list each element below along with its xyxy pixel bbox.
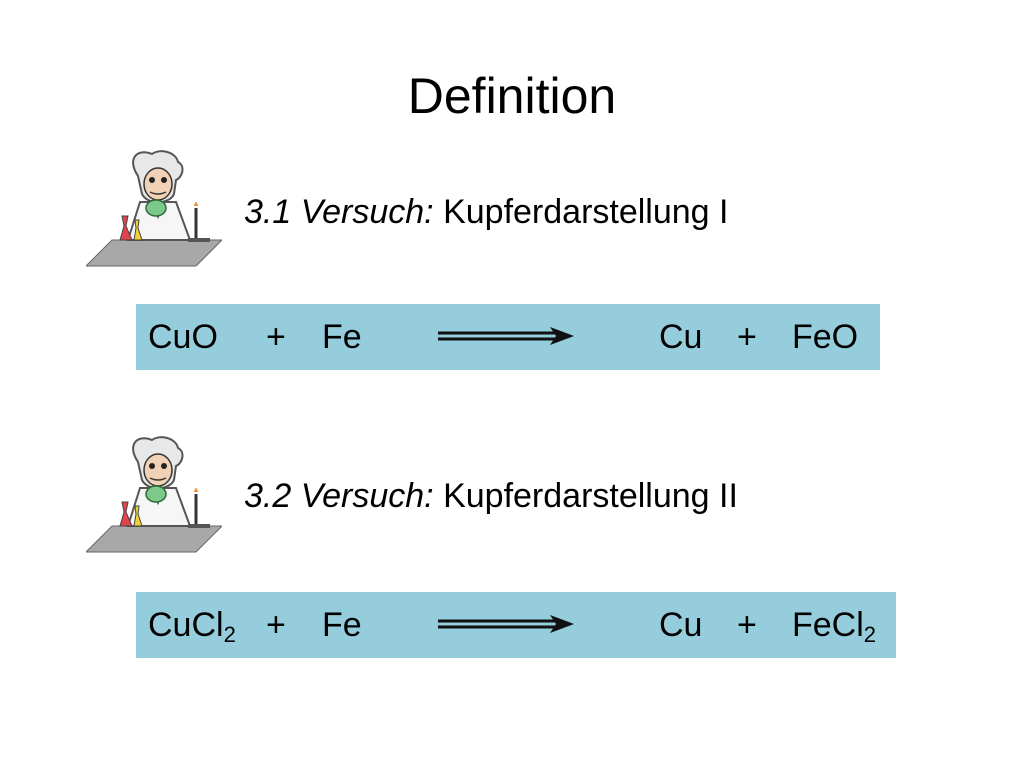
arrow-right-icon [438, 615, 574, 633]
reactant: Fe [322, 318, 362, 356]
experiment-name: Kupferdarstellung II [443, 477, 738, 515]
reactant: CuCl2 [148, 606, 236, 647]
reactant: CuO [148, 318, 218, 356]
plus-sign: + [737, 318, 757, 356]
experiment-number: 3.1 Versuch: [244, 193, 434, 231]
scientist-icon [86, 436, 222, 553]
plus-sign: + [266, 606, 286, 644]
scientist-icon [86, 150, 222, 267]
slide-title: Definition [407, 68, 617, 124]
experiment-name: Kupferdarstellung I [443, 193, 729, 231]
equation-bar: CuCl2 + Fe Cu + FeCl2 [136, 592, 896, 658]
experiment-number: 3.2 Versuch: [244, 477, 434, 515]
product: Cu [659, 318, 703, 356]
experiment-caption: 3.2 Versuch: Kupferdarstellung II [244, 476, 738, 516]
product: Cu [659, 606, 703, 644]
plus-sign: + [737, 606, 757, 644]
plus-sign: + [266, 318, 286, 356]
arrow-right-icon [438, 327, 574, 345]
equation-bar: CuO + Fe Cu + FeO [136, 304, 880, 370]
product: FeCl2 [792, 606, 877, 647]
reactant: Fe [322, 606, 362, 644]
experiment-caption: 3.1 Versuch: Kupferdarstellung I [244, 192, 728, 232]
product: FeO [792, 318, 859, 356]
